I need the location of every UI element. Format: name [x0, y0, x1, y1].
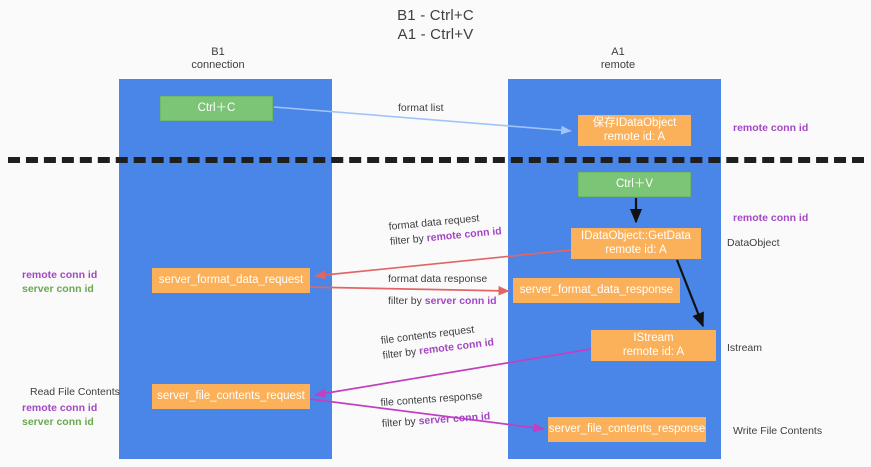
- annotation-left-remote-conn-id: remote conn id: [22, 269, 98, 281]
- node-server-file-contents-request[interactable]: server_file_contents_request: [152, 384, 310, 409]
- edge-label-file-contents-request: file contents request filter by remote c…: [380, 320, 495, 363]
- filter-key-server-conn-id: server conn id: [418, 410, 491, 428]
- annotation-right-remote-conn-id-1: remote conn id: [733, 122, 809, 134]
- node-idataobject-getdata-line1: IDataObject::GetData: [581, 230, 691, 242]
- node-server-format-data-response[interactable]: server_format_data_response: [513, 278, 680, 303]
- node-server-file-contents-response-label: server_file_contents_response: [548, 422, 706, 435]
- column-header-a1: A1 remote: [540, 46, 696, 72]
- edge-label-file-contents-response-filter: filter by server conn id: [381, 409, 491, 432]
- annotation-left-server-conn-id: server conn id: [22, 283, 94, 295]
- edge-label-format-data-response-text: format data response: [388, 273, 488, 285]
- node-save-idataobject[interactable]: 保存IDataObject remote id: A: [578, 115, 691, 146]
- node-server-file-contents-request-label: server_file_contents_request: [157, 389, 305, 402]
- node-ctrl-c[interactable]: Ctrl＋C: [160, 96, 273, 121]
- edge-label-format-data-response-filter: filter by server conn id: [388, 294, 497, 309]
- annotation-right-istream: Istream: [727, 342, 763, 354]
- filter-prefix: filter by: [381, 345, 420, 362]
- node-ctrl-v-label: Ctrl＋V: [615, 177, 654, 190]
- edge-label-format-list: format list: [398, 101, 444, 116]
- node-save-idataobject-line2: remote id: A: [603, 130, 666, 143]
- node-server-format-data-response-label: server_format_data_response: [519, 283, 674, 296]
- node-server-file-contents-response[interactable]: server_file_contents_response: [548, 417, 706, 442]
- node-istream-line2: remote id: A: [622, 345, 685, 358]
- node-idataobject-getdata-line2: remote id: A: [605, 243, 667, 256]
- title-line-2: A1 - Ctrl+V: [397, 26, 474, 43]
- edge-label-file-contents-response: file contents response filter by server …: [380, 388, 491, 431]
- column-header-b1-name: B1: [211, 46, 225, 58]
- annotation-left-remote-conn-id-2: remote conn id: [22, 402, 98, 414]
- edge-label-format-data-response: format data response filter by server co…: [388, 272, 497, 309]
- annotation-left-conn-ids-2: remote conn id server conn id: [22, 401, 97, 429]
- phase-divider: [8, 157, 864, 163]
- edge-label-format-data-request: format data request filter by remote con…: [388, 209, 502, 250]
- column-header-b1: B1 connection: [140, 46, 296, 72]
- node-ctrl-v[interactable]: Ctrl＋V: [578, 172, 691, 197]
- edge-label-file-contents-response-text: file contents response: [380, 389, 483, 409]
- node-istream[interactable]: IStream remote id: A: [591, 330, 716, 361]
- filter-key-server-conn-id: server conn id: [424, 295, 497, 307]
- annotation-left-conn-ids: remote conn id server conn id: [22, 268, 97, 296]
- filter-prefix: filter by: [388, 295, 425, 307]
- column-header-a1-role: remote: [600, 59, 636, 71]
- title-line-1: B1 - Ctrl+C: [397, 7, 474, 24]
- node-server-format-data-request-label: server_format_data_request: [158, 273, 304, 286]
- annotation-right-dataobject: DataObject: [727, 237, 780, 249]
- annotation-left-server-conn-id-2: server conn id: [22, 416, 94, 428]
- filter-prefix: filter by: [389, 232, 428, 248]
- filter-prefix: filter by: [381, 415, 420, 430]
- node-server-format-data-request[interactable]: server_format_data_request: [152, 268, 310, 293]
- edge-label-format-list-text: format list: [398, 102, 444, 114]
- diagram-title: B1 - Ctrl+C A1 - Ctrl+V: [0, 6, 871, 44]
- annotation-right-write-file-contents: Write File Contents: [733, 425, 823, 437]
- node-istream-line1: IStream: [633, 332, 674, 344]
- column-header-b1-role: connection: [191, 59, 245, 71]
- column-header-a1-name: A1: [611, 46, 625, 58]
- annotation-right-remote-conn-id-2: remote conn id: [733, 212, 809, 224]
- node-save-idataobject-line1: 保存IDataObject: [592, 117, 677, 129]
- node-idataobject-getdata[interactable]: IDataObject::GetData remote id: A: [571, 228, 701, 259]
- node-ctrl-c-label: Ctrl＋C: [197, 101, 236, 114]
- annotation-left-read-file-contents: Read File Contents: [30, 386, 120, 398]
